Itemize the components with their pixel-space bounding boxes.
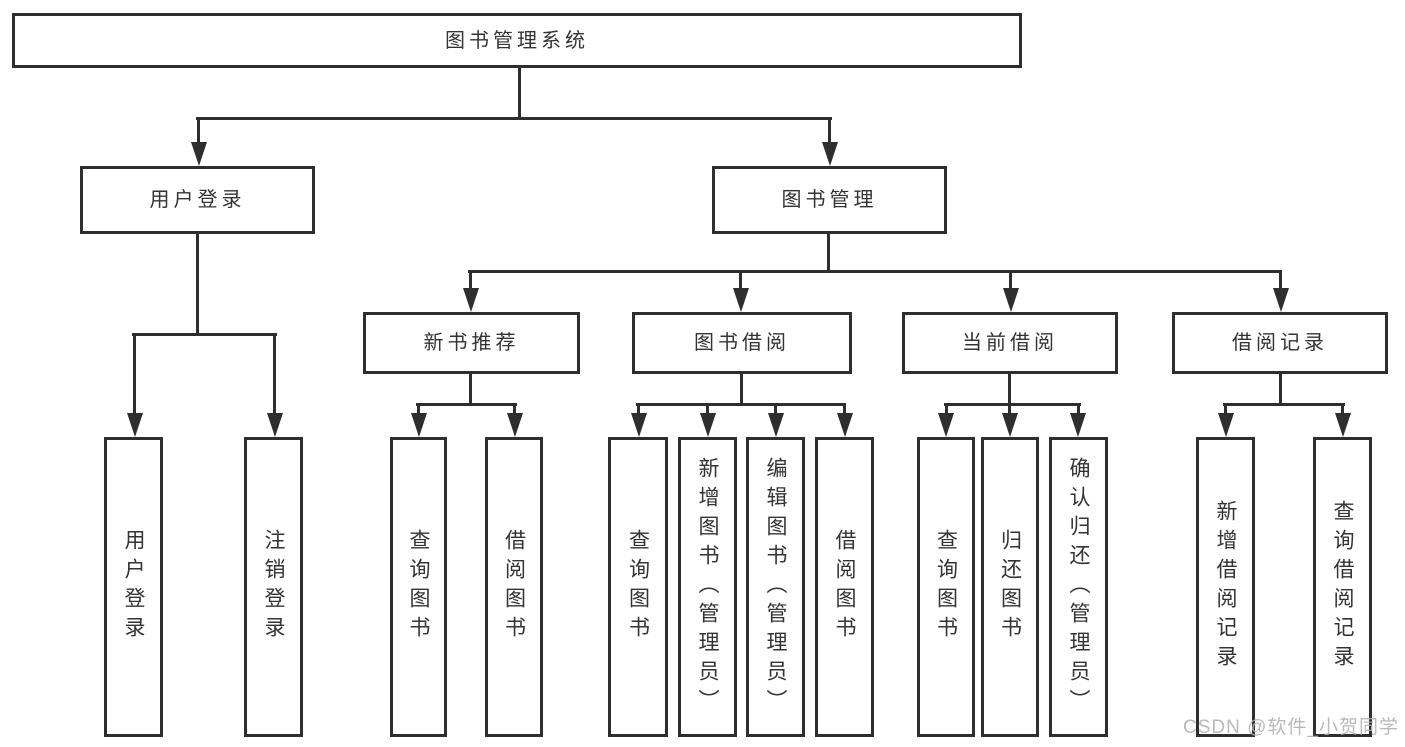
connector-line — [1008, 374, 1011, 406]
connector-line — [1224, 403, 1227, 421]
connector-line — [518, 68, 521, 120]
node-book-borrowing: 图书借阅 — [632, 312, 852, 374]
csdn-watermark: CSDN @软件_小贺同学 — [1183, 717, 1399, 738]
node-label: 用户登录 — [149, 189, 246, 211]
connector-line — [637, 403, 640, 421]
connector-line — [1077, 403, 1080, 421]
node-label: 注销登录 — [262, 529, 285, 645]
node-bb-add-books-admin: 新增图书（管理员） — [678, 437, 737, 737]
node-label: 当前借阅 — [962, 332, 1058, 354]
node-label: 新增借阅记录 — [1214, 500, 1237, 674]
node-label: 查询借阅记录 — [1331, 500, 1354, 674]
connector-line — [944, 403, 1081, 406]
node-user-login: 用户登录 — [80, 166, 315, 234]
node-cb-return-books: 归还图书 — [981, 437, 1039, 737]
node-label: 图书管理系统 — [445, 29, 589, 52]
node-label: 归还图书 — [998, 529, 1022, 645]
node-library-management-system: 图书管理系统 — [12, 13, 1022, 68]
arrowhead-down-icon — [1334, 413, 1351, 437]
node-nbr-query-books: 查询图书 — [390, 437, 447, 737]
connector-line — [416, 403, 517, 406]
node-br-query-record: 查询借阅记录 — [1313, 437, 1372, 737]
connector-line — [197, 117, 200, 144]
connector-line — [1009, 270, 1012, 292]
connector-line — [827, 234, 830, 273]
node-current-borrowing: 当前借阅 — [902, 312, 1118, 374]
node-bb-edit-books-admin: 编辑图书（管理员） — [746, 437, 805, 737]
connector-line — [828, 117, 831, 144]
node-new-book-recommendation: 新书推荐 — [363, 312, 580, 374]
connector-line — [273, 333, 276, 415]
connector-line — [468, 270, 1282, 273]
arrowhead-down-icon — [1272, 288, 1289, 312]
node-label: 新书推荐 — [423, 332, 520, 354]
node-br-add-record: 新增借阅记录 — [1196, 437, 1255, 737]
connector-line — [636, 403, 846, 406]
connector-line — [132, 333, 277, 336]
arrowhead-down-icon — [1217, 413, 1234, 437]
arrowhead-down-icon — [630, 413, 647, 437]
connector-line — [196, 117, 832, 120]
node-label: 借阅记录 — [1232, 332, 1328, 354]
connector-line — [740, 374, 743, 406]
node-book-management: 图书管理 — [712, 166, 947, 234]
arrowhead-down-icon — [732, 288, 749, 312]
node-bb-query-books: 查询图书 — [608, 437, 668, 737]
arrowhead-down-icon — [938, 413, 954, 437]
arrowhead-down-icon — [1070, 413, 1086, 437]
connector-line — [133, 333, 136, 415]
node-label: 借阅图书 — [833, 529, 856, 645]
node-bb-borrow-books: 借阅图书 — [815, 437, 874, 737]
node-label: 查询图书 — [626, 529, 650, 645]
node-label: 用户登录 — [122, 529, 145, 645]
node-label: 图书借阅 — [694, 332, 790, 354]
arrowhead-down-icon — [126, 413, 143, 437]
node-label: 借阅图书 — [502, 529, 526, 645]
arrowhead-down-icon — [1002, 413, 1018, 437]
connector-line — [513, 403, 516, 421]
node-label: 查询图书 — [407, 529, 430, 645]
connector-line — [843, 403, 846, 421]
connector-line — [1279, 374, 1282, 406]
connector-line — [196, 234, 199, 336]
connector-line — [774, 403, 777, 421]
connector-line — [1008, 403, 1011, 421]
arrowhead-down-icon — [821, 142, 838, 166]
arrowhead-down-icon — [1002, 288, 1019, 312]
connector-line — [1341, 403, 1344, 421]
arrowhead-down-icon — [266, 413, 283, 437]
arrowhead-down-icon — [767, 413, 784, 437]
arrowhead-down-icon — [699, 413, 716, 437]
node-label: 图书管理 — [781, 189, 878, 211]
connector-line — [469, 270, 472, 292]
connector-line — [945, 403, 948, 421]
node-nbr-borrow-books: 借阅图书 — [485, 437, 543, 737]
node-logout: 注销登录 — [244, 437, 303, 737]
node-cb-query-books: 查询图书 — [917, 437, 975, 737]
connector-line — [469, 374, 472, 406]
arrowhead-down-icon — [506, 413, 523, 437]
node-borrowing-records: 借阅记录 — [1172, 312, 1388, 374]
connector-line — [1279, 270, 1282, 292]
node-label: 确认归还（管理员） — [1067, 456, 1090, 718]
connector-line — [1223, 403, 1345, 406]
connector-line — [739, 270, 742, 292]
arrowhead-down-icon — [836, 413, 853, 437]
arrowhead-down-icon — [190, 142, 207, 166]
node-cb-confirm-return-admin: 确认归还（管理员） — [1049, 437, 1108, 737]
arrowhead-down-icon — [462, 288, 479, 312]
node-label: 新增图书（管理员） — [696, 456, 719, 718]
connector-line — [417, 403, 420, 421]
node-user-login-leaf: 用户登录 — [104, 437, 163, 737]
arrowhead-down-icon — [410, 413, 427, 437]
node-label: 查询图书 — [934, 529, 958, 645]
connector-line — [706, 403, 709, 421]
node-label: 编辑图书（管理员） — [764, 456, 787, 718]
